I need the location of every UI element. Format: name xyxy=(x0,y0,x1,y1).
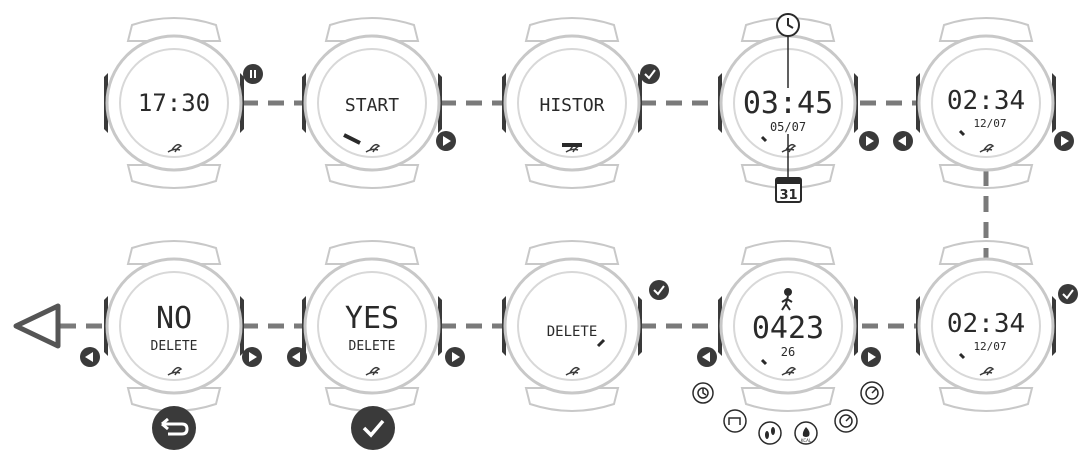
confirm-button[interactable] xyxy=(639,63,661,85)
next-button[interactable] xyxy=(1054,131,1074,151)
watch-time: 17:30 xyxy=(102,16,246,190)
watch-main-text: 03:45 xyxy=(743,86,833,121)
next-button[interactable] xyxy=(242,347,262,367)
connector-lines xyxy=(60,100,989,329)
calendar-day: 31 xyxy=(779,188,797,203)
calories-unit: KCAL xyxy=(801,438,812,443)
footsteps-icon xyxy=(758,421,782,445)
watch-start: START xyxy=(300,16,444,190)
watch-history-entry-3: 02:34 12/07 xyxy=(914,239,1058,413)
watch-main-text: HISTOR xyxy=(539,95,604,116)
next-button[interactable] xyxy=(436,131,456,151)
previous-button[interactable] xyxy=(287,347,307,367)
confirm-button[interactable] xyxy=(1057,283,1079,305)
watch-delete: DELETE xyxy=(500,239,644,413)
previous-button[interactable] xyxy=(893,131,913,151)
watch-sub-text: 26 xyxy=(781,345,795,359)
confirm-button[interactable] xyxy=(648,279,670,301)
previous-button[interactable] xyxy=(697,347,717,367)
watch-steps: 0423 26 xyxy=(716,239,860,413)
next-button[interactable] xyxy=(859,131,879,151)
calories-icon: KCAL xyxy=(794,421,818,445)
next-button[interactable] xyxy=(861,347,881,367)
watch-sub-text: DELETE xyxy=(151,339,198,354)
stopwatch-icon xyxy=(692,382,714,404)
distance-icon xyxy=(723,409,747,433)
clock-icon xyxy=(776,13,800,88)
back-button[interactable] xyxy=(152,406,196,450)
exit-arrow-icon xyxy=(13,303,61,349)
watch-sub-text: 12/07 xyxy=(973,340,1006,353)
previous-button[interactable] xyxy=(80,347,100,367)
watch-history-entry: 03:45 05/07 xyxy=(716,16,860,190)
watch-main-text: 02:34 xyxy=(947,309,1025,339)
walker-icon xyxy=(781,288,793,311)
average-speed-icon xyxy=(860,381,884,405)
watch-history: HISTOR xyxy=(500,16,644,190)
watch-main-text: START xyxy=(345,95,399,116)
speed-gauge-icon xyxy=(834,409,858,433)
watch-sub-text: 12/07 xyxy=(973,117,1006,130)
watch-delete-yes: YES DELETE xyxy=(300,239,444,413)
watch-sub-text: DELETE xyxy=(349,339,396,354)
watch-main-text: 02:34 xyxy=(947,86,1025,116)
watch-sub-text: 05/07 xyxy=(770,120,806,134)
watch-main-text: YES xyxy=(345,301,399,336)
watch-history-entry-2: 02:34 12/07 xyxy=(914,16,1058,190)
watch-main-text: NO xyxy=(156,301,192,336)
watch-main-text: 0423 xyxy=(752,311,824,346)
next-button[interactable] xyxy=(445,347,465,367)
watch-delete-no: NO DELETE xyxy=(102,239,246,413)
watch-main-text: 17:30 xyxy=(138,89,210,117)
confirm-button[interactable] xyxy=(351,406,395,450)
calendar-icon: 31 xyxy=(775,134,802,203)
watch-sub-text: DELETE xyxy=(547,324,598,340)
pause-button[interactable] xyxy=(243,64,263,84)
